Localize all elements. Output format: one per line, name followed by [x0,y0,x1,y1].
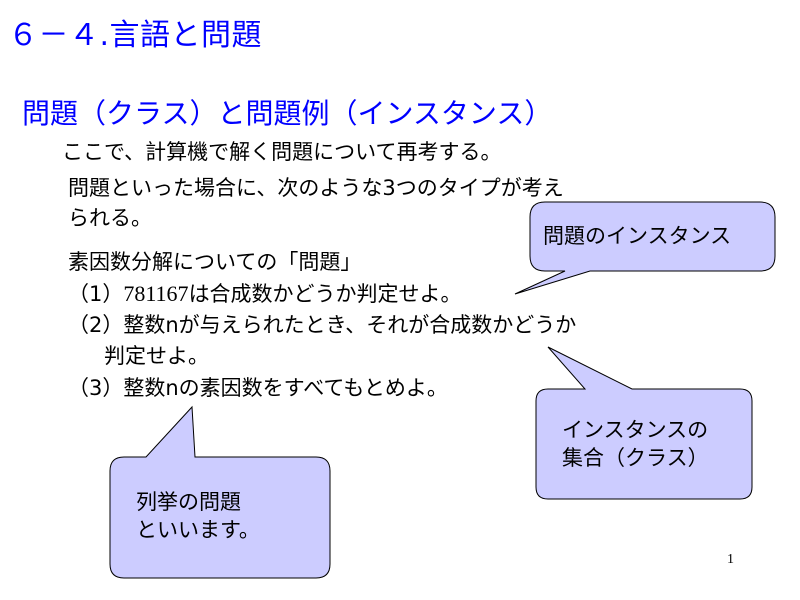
list-item-1-suffix: は合成数かどうか判定せよ。 [188,282,462,306]
callout-class-text: インスタンスの 集合（クラス） [562,416,709,473]
page-number: 1 [727,552,734,567]
list-item-1: （1）781167は合成数かどうか判定せよ。 [68,281,462,307]
example-heading: 素因数分解についての「問題」 [68,250,362,274]
callout-enumeration-line-1: 列挙の問題 [136,490,241,514]
paragraph-line-1: 問題といった場合に、次のような3つのタイプが考え [68,176,564,200]
list-item-1-number: 781167 [123,281,189,306]
list-item-2-line-2: 判定せよ。 [104,344,209,368]
list-item-3: （3）整数nの素因数をすべてもとめよ。 [68,376,448,400]
slide-subtitle: 問題（クラス）と問題例（インスタンス） [22,97,553,130]
callout-enumeration-line-2: といいます。 [136,518,260,543]
paragraph-line-2: られる。 [68,206,152,230]
callout-instance-text: 問題のインスタンス [543,222,731,250]
list-item-1-prefix: （1） [68,282,124,306]
callout-enumeration-text: 列挙の問題 といいます。 [136,488,260,545]
intro-text: ここで、計算機で解く問題について再考する。 [62,140,502,164]
list-item-2-line-1: （2）整数nが与えられたとき、それが合成数かどうか [68,313,577,337]
callout-class-line-1: インスタンスの [562,418,709,442]
callout-instance-line-1: 問題のインスタンス [543,224,732,248]
slide-title: ６－４.言語と問題 [8,18,263,53]
callout-class-line-2: 集合（クラス） [562,446,709,471]
